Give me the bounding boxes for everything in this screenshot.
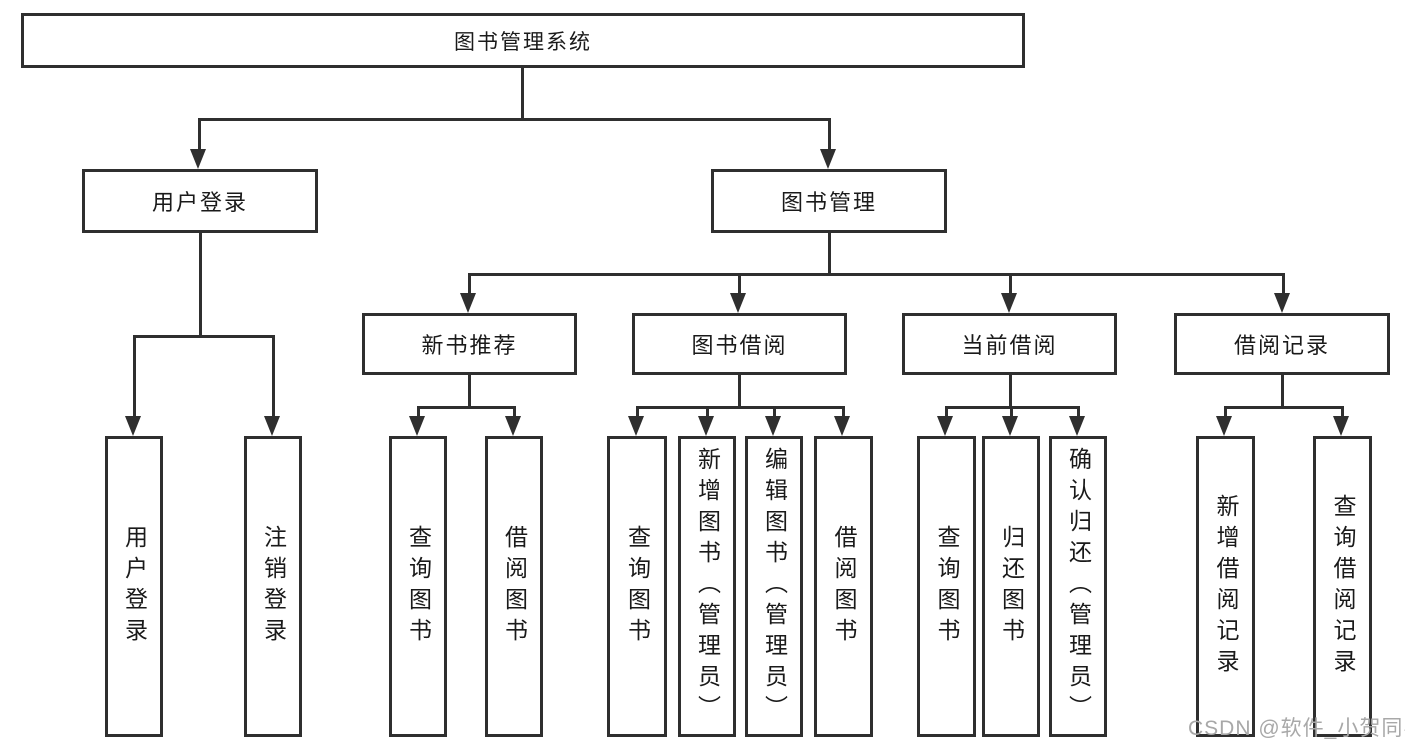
connector-arrow-line: [773, 406, 776, 420]
arrowhead-down-icon: [820, 149, 836, 169]
node-current-borrow-label: 当前借阅: [961, 333, 1058, 358]
leaf-borrow-book-2: 借阅图书: [814, 436, 873, 737]
leaf-confirm-return-admin: 确认归还（管理员）: [1049, 436, 1107, 737]
connector-arrow-line: [272, 335, 275, 418]
leaf-query-book-1: 查询图书: [389, 436, 447, 737]
connector-stem-current-borrow: [1009, 375, 1012, 409]
arrowhead-down-icon: [264, 416, 280, 436]
leaf-query-book-2-label: 查询图书: [624, 524, 651, 649]
connector-arrow-line: [133, 335, 136, 418]
arrowhead-down-icon: [409, 416, 425, 436]
connector-rail-borrow-record: [1224, 406, 1343, 409]
leaf-add-borrow-record-label: 新增借阅记录: [1213, 493, 1239, 680]
leaf-add-book-admin-label: 新增图书（管理员）: [694, 447, 721, 726]
connector-stem-new-book: [468, 375, 471, 409]
node-book-management-label: 图书管理: [780, 190, 877, 215]
node-current-borrow: 当前借阅: [902, 313, 1117, 375]
arrowhead-down-icon: [937, 416, 953, 436]
arrowhead-down-icon: [460, 293, 476, 313]
leaf-query-book-3-label: 查询图书: [934, 524, 960, 649]
connector-stem-user-login: [199, 233, 202, 338]
connector-rail-level1: [198, 118, 830, 121]
connector-stem-book-borrow: [738, 375, 741, 409]
node-book-borrow: 图书借阅: [632, 313, 847, 375]
connector-arrow-line: [636, 406, 639, 420]
leaf-query-borrow-record: 查询借阅记录: [1313, 436, 1372, 737]
node-root-label: 图书管理系统: [454, 30, 592, 54]
leaf-add-book-admin: 新增图书（管理员）: [678, 436, 736, 737]
leaf-edit-book-admin: 编辑图书（管理员）: [745, 436, 803, 737]
arrowhead-down-icon: [1274, 293, 1290, 313]
leaf-query-book-2: 查询图书: [607, 436, 667, 737]
connector-arrow-line: [1224, 406, 1227, 420]
arrowhead-down-icon: [1069, 416, 1085, 436]
connector-arrow-line: [417, 406, 420, 420]
leaf-borrow-book-1: 借阅图书: [485, 436, 543, 737]
leaf-logout: 注销登录: [244, 436, 302, 737]
connector-arrow-line: [842, 406, 845, 420]
connector-rail-new-book: [417, 406, 515, 409]
leaf-query-book-1-label: 查询图书: [405, 524, 432, 649]
leaf-edit-book-admin-label: 编辑图书（管理员）: [761, 447, 788, 726]
connector-rail-user-login: [133, 335, 274, 338]
leaf-query-borrow-record-label: 查询借阅记录: [1330, 493, 1356, 680]
node-new-book-recommend-label: 新书推荐: [421, 333, 518, 358]
connector-arrow-line: [945, 406, 948, 420]
arrowhead-down-icon: [125, 416, 141, 436]
node-user-login-label: 用户登录: [151, 190, 248, 215]
node-root: 图书管理系统: [21, 13, 1025, 68]
arrowhead-down-icon: [765, 416, 781, 436]
connector-stem-borrow-record: [1281, 375, 1284, 409]
leaf-borrow-book-1-label: 借阅图书: [501, 524, 528, 649]
arrowhead-down-icon: [698, 416, 714, 436]
arrowhead-down-icon: [1216, 416, 1232, 436]
arrowhead-down-icon: [1001, 293, 1017, 313]
connector-arrow-line: [513, 406, 516, 420]
node-user-login: 用户登录: [82, 169, 318, 233]
leaf-query-book-3: 查询图书: [917, 436, 976, 737]
connector-arrow-line: [828, 118, 831, 152]
leaf-confirm-return-admin-label: 确认归还（管理员）: [1065, 447, 1092, 726]
connector-arrow-line: [468, 273, 471, 295]
connector-arrow-line: [1010, 406, 1013, 420]
connector-arrow-line: [198, 118, 201, 152]
leaf-return-book-label: 归还图书: [998, 524, 1025, 649]
connector-stem-book-management: [828, 233, 831, 276]
node-book-borrow-label: 图书借阅: [691, 333, 788, 358]
connector-arrow-line: [1282, 273, 1285, 295]
arrowhead-down-icon: [730, 293, 746, 313]
arrowhead-down-icon: [834, 416, 850, 436]
leaf-logout-label: 注销登录: [260, 524, 287, 649]
connector-arrow-line: [1341, 406, 1344, 420]
leaf-user-login: 用户登录: [105, 436, 163, 737]
connector-rail-book-management: [468, 273, 1284, 276]
leaf-add-borrow-record: 新增借阅记录: [1196, 436, 1255, 737]
leaf-user-login-label: 用户登录: [121, 524, 148, 649]
arrowhead-down-icon: [1333, 416, 1349, 436]
watermark-text: CSDN @软件_小贺同学: [1188, 717, 1405, 740]
node-borrow-record-label: 借阅记录: [1233, 333, 1330, 358]
leaf-return-book: 归还图书: [982, 436, 1040, 737]
arrowhead-down-icon: [1002, 416, 1018, 436]
arrowhead-down-icon: [190, 149, 206, 169]
arrowhead-down-icon: [628, 416, 644, 436]
connector-rail-book-borrow: [636, 406, 844, 409]
connector-arrow-line: [1009, 273, 1012, 295]
connector-arrow-line: [738, 273, 741, 295]
node-book-management: 图书管理: [711, 169, 947, 233]
leaf-borrow-book-2-label: 借阅图书: [831, 524, 857, 649]
connector-stem-root: [521, 68, 524, 121]
connector-arrow-line: [1077, 406, 1080, 420]
node-new-book-recommend: 新书推荐: [362, 313, 577, 375]
node-borrow-record: 借阅记录: [1174, 313, 1390, 375]
connector-arrow-line: [706, 406, 709, 420]
arrowhead-down-icon: [505, 416, 521, 436]
